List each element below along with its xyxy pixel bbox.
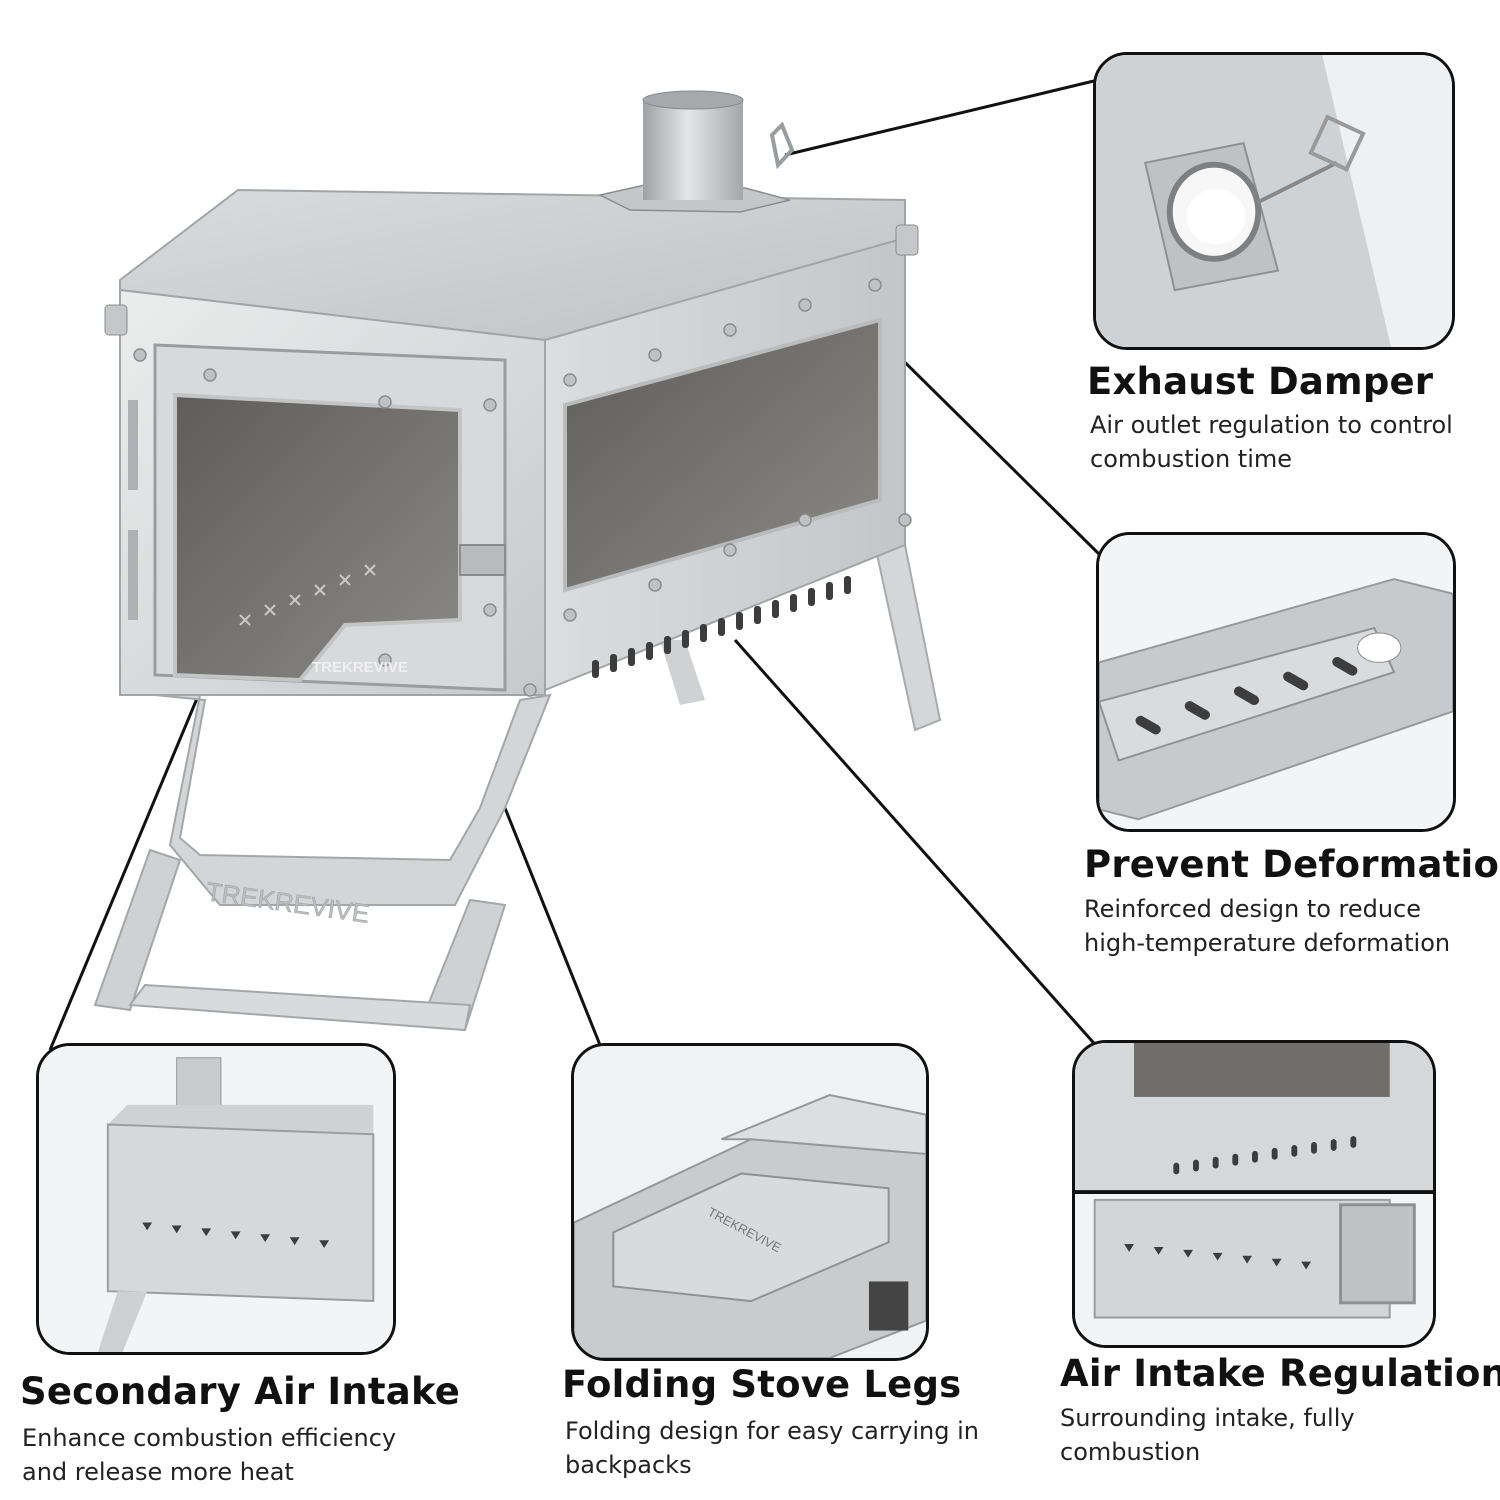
desc-folding-stove-legs-line2: backpacks [565,1451,692,1479]
desc-secondary-air-intake: Enhance combustion efficiency and releas… [22,1421,396,1489]
leg-foot-left [93,848,182,1012]
front-window [173,392,462,683]
desc-air-intake-regulation: Surrounding intake, fully combustion [1060,1401,1355,1469]
callout-line-intake-regulation [733,639,1102,1051]
detail-panel-secondary-air-intake [36,1043,396,1355]
side-handle-right [895,224,919,256]
door-latch [459,544,506,576]
title-exhaust-damper: Exhaust Damper [1087,360,1434,403]
desc-prevent-deformation: Reinforced design to reduce high-tempera… [1084,892,1450,960]
air-intake-regulation-image [1075,1043,1433,1345]
title-folding-stove-legs: Folding Stove Legs [562,1363,962,1406]
door-hinge [128,400,138,490]
folding-stove-legs-image: TREKREVIVE [574,1046,926,1358]
desc-air-intake-regulation-line2: combustion [1060,1438,1201,1466]
detail-panel-prevent-deformation [1096,532,1456,832]
detail-panel-folding-stove-legs: TREKREVIVE [571,1043,929,1361]
side-vent-holes [592,576,851,678]
damper-handle [769,121,795,170]
chimney-top [642,90,744,110]
desc-exhaust-damper-line1: Air outlet regulation to control [1090,411,1453,439]
prevent-deformation-image [1099,535,1453,829]
desc-exhaust-damper: Air outlet regulation to control combust… [1090,408,1453,476]
title-air-intake-regulation: Air Intake Regulation [1060,1352,1500,1395]
exhaust-damper-image [1096,55,1452,347]
desc-folding-stove-legs-line1: Folding design for easy carrying in [565,1417,979,1445]
desc-exhaust-damper-line2: combustion time [1090,445,1293,473]
desc-air-intake-regulation-line1: Surrounding intake, fully [1060,1404,1355,1432]
inner-x-pattern [239,564,376,626]
side-handle-left [104,304,128,336]
rear-leg-left [660,640,705,705]
secondary-air-intake-image [39,1046,393,1352]
brand-on-window: TREKREVIVE [312,659,408,676]
desc-secondary-air-intake-line1: Enhance combustion efficiency [22,1424,397,1452]
callout-line-exhaust [784,78,1099,157]
callout-line-legs [503,807,602,1046]
bolts [133,278,912,697]
front-leg-frame [154,693,552,906]
leg-crossbar [128,983,472,1032]
desc-secondary-air-intake-line2: and release more heat [22,1458,294,1486]
desc-folding-stove-legs: Folding design for easy carrying in back… [565,1414,979,1482]
title-secondary-air-intake: Secondary Air Intake [20,1370,461,1413]
rear-leg [873,544,942,732]
detail-panel-exhaust-damper [1093,52,1455,350]
chimney-pipe [643,100,743,200]
detail-panel-air-intake-regulation [1072,1040,1436,1348]
desc-prevent-deformation-line2: high-temperature deformation [1084,929,1451,957]
desc-prevent-deformation-line1: Reinforced design to reduce [1084,895,1422,923]
door-hinge-lower [128,530,138,620]
title-prevent-deformation: Prevent Deformation [1084,843,1500,886]
